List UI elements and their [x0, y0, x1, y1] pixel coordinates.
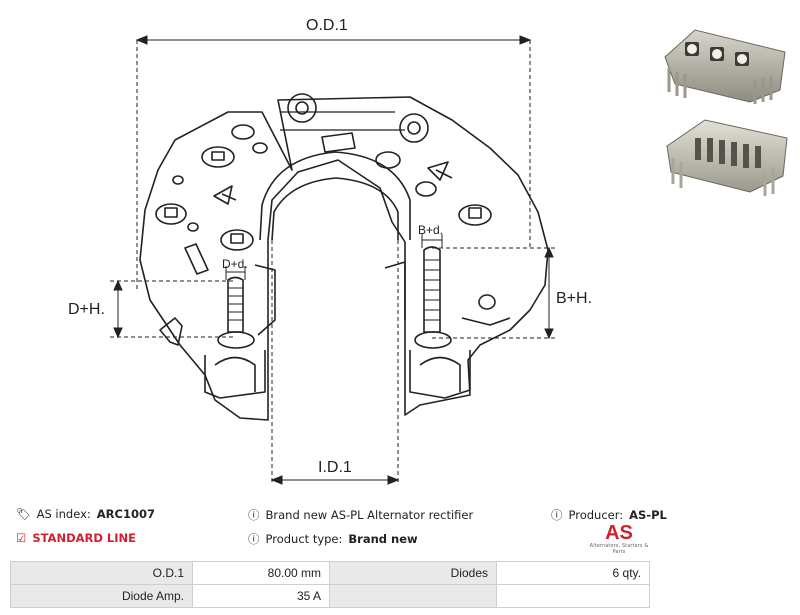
spec-value [496, 584, 650, 608]
spec-label [329, 584, 497, 608]
info-icon: ⓘ [248, 532, 260, 546]
table-row: Diode Amp. 35 A [10, 584, 650, 608]
center-slot [321, 132, 356, 153]
spec-value: 80.00 mm [192, 561, 330, 585]
standard-line-label: STANDARD LINE [32, 531, 137, 545]
spec-label: Diodes [329, 561, 497, 585]
left-diode-screw [227, 276, 244, 333]
product-type-value: Brand new [348, 532, 418, 546]
description-row: ⓘ Brand new AS-PL Alternator rectifier [248, 507, 473, 523]
bh-dimension-label: B+H. [556, 290, 592, 307]
right-diode-screw [423, 246, 441, 333]
as-index-label: AS index: [36, 507, 91, 521]
as-index-value: ARC1007 [96, 507, 155, 521]
spec-value: 35 A [192, 584, 330, 608]
terminal-top-left [287, 93, 317, 123]
rectifier-body-outline [139, 96, 549, 421]
spec-label: O.D.1 [10, 561, 193, 585]
id-dimension-label: I.D.1 [318, 459, 352, 476]
product-type-row: ⓘ Product type: Brand new [248, 531, 418, 547]
od-dimension-label: O.D.1 [306, 17, 348, 34]
tag-icon: 🏷︎ [16, 507, 31, 521]
rectifier-technical-drawing: O.D.1 I.D.1 D+H. B+H. D+d. B+d. [68, 17, 592, 485]
logo-mark: AS [605, 522, 633, 544]
logo-tagline: Alternators, Starters & Parts [589, 543, 649, 555]
producer-label: Producer: [568, 508, 624, 522]
product-photo-bottom [666, 119, 788, 196]
as-index-row: 🏷︎ AS index: ARC1007 [16, 507, 155, 521]
product-type-label: Product type: [265, 532, 343, 546]
dd-dimension-label: D+d. [222, 257, 248, 271]
bd-dimension-label: B+d. [418, 223, 443, 237]
description-text: Brand new AS-PL Alternator rectifier [265, 508, 474, 522]
spec-label: Diode Amp. [10, 584, 193, 608]
producer-value: AS-PL [629, 508, 667, 522]
spec-table: O.D.1 80.00 mm Diodes 6 qty. Diode Amp. … [10, 561, 650, 608]
info-icon: ⓘ [248, 508, 260, 522]
product-photo-top [664, 29, 786, 104]
standard-line-row: ☑ STANDARD LINE [16, 531, 136, 545]
inner-arch [259, 151, 411, 241]
table-row: O.D.1 80.00 mm Diodes 6 qty. [10, 561, 650, 585]
spec-value: 6 qty. [496, 561, 650, 585]
producer-row: ⓘ Producer: AS-PL [551, 507, 667, 523]
terminal-top-right [399, 113, 429, 143]
info-icon: ⓘ [551, 508, 563, 522]
as-pl-logo: AS Alternators, Starters & Parts [584, 522, 654, 555]
dh-dimension-label: D+H. [68, 301, 105, 318]
check-square-icon: ☑ [16, 531, 27, 545]
